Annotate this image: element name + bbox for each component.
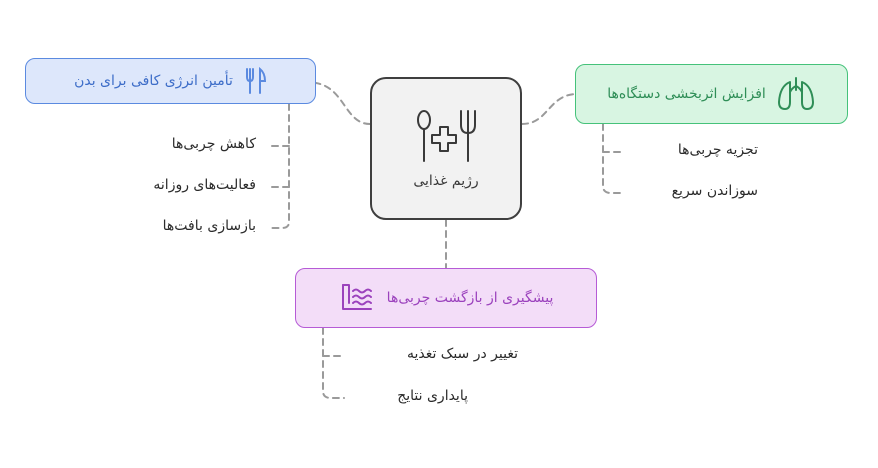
branch-energy-label: تأمین انرژی کافی برای بدن (74, 73, 233, 89)
energy-item-1: کاهش چربی‌ها (171, 136, 256, 152)
fork-knife-icon (245, 67, 266, 94)
branch-prevention: پیشگیری از بازگشت چربی‌ها (295, 268, 597, 328)
center-node: رژیم غذایی (370, 77, 522, 220)
connector-metab-spine (602, 123, 625, 194)
connector-center-metabolism (521, 93, 576, 125)
prevention-item-1: تغییر در سبک تغذیه (406, 346, 518, 362)
metabolism-item-1: تجزیه چربی‌ها (677, 142, 758, 158)
branch-metabolism: افزایش اثربخشی دستگاه‌ها (575, 64, 848, 124)
center-label: رژیم غذایی (413, 172, 479, 189)
connector-center-energy (315, 82, 371, 125)
energy-item-3: بازسازی بافت‌ها (162, 218, 256, 234)
branch-metabolism-label: افزایش اثربخشی دستگاه‌ها (607, 86, 766, 102)
lungs-icon (777, 77, 814, 110)
shield-waves-icon (341, 284, 372, 310)
food-medical-icon (417, 109, 476, 162)
branch-energy: تأمین انرژی کافی برای بدن (25, 58, 316, 104)
connector-prev-spine (322, 327, 345, 399)
branch-prevention-label: پیشگیری از بازگشت چربی‌ها (386, 290, 554, 306)
connector-energy-spine (269, 103, 290, 229)
prevention-item-2: پایداری نتایج (397, 388, 468, 404)
energy-item-2: فعالیت‌های روزانه (153, 177, 256, 193)
metabolism-item-2: سوزاندن سریع (671, 183, 758, 199)
